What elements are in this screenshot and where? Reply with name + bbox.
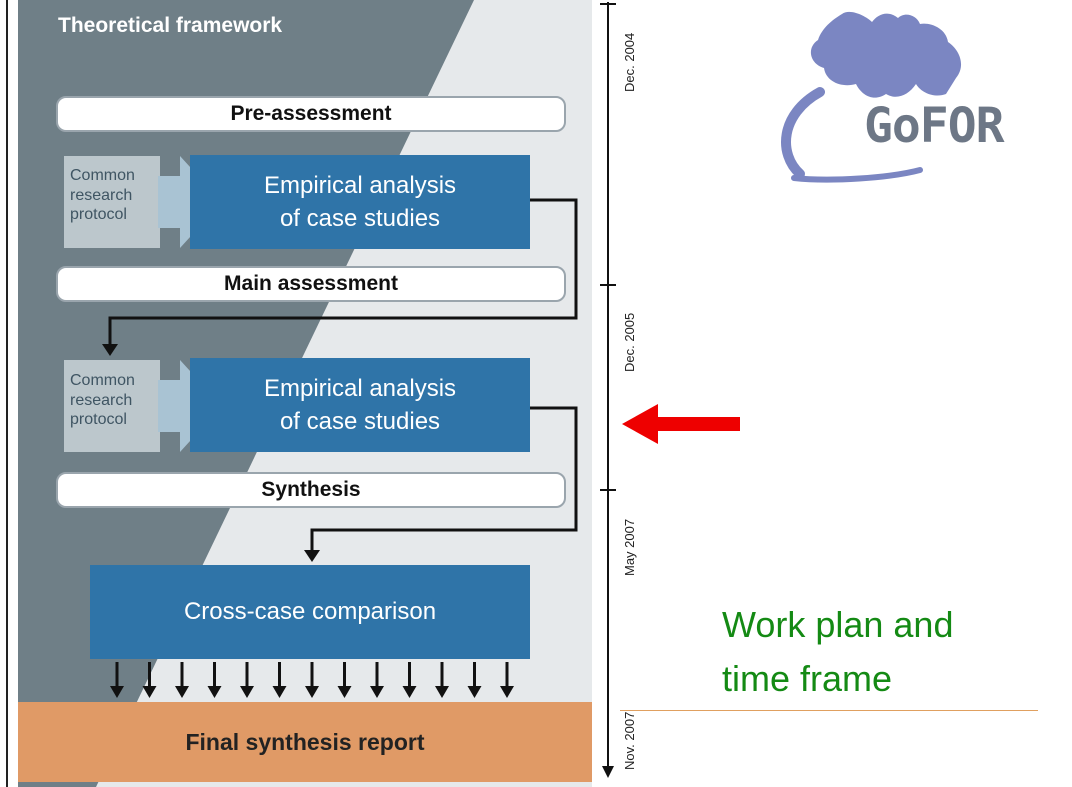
down-arrow-head	[500, 686, 514, 698]
title-underline	[620, 710, 1038, 711]
protocol-label-2: Common research protocol	[70, 372, 135, 429]
timeline-date-1: Dec. 2004	[622, 32, 637, 92]
empirical-analysis-box-1: Empirical analysis of case studies	[190, 155, 530, 249]
down-arrow-head	[272, 686, 287, 698]
cross-case-comparison-box: Cross-case comparison	[90, 565, 530, 659]
empirical-analysis-box-2: Empirical analysis of case studies	[190, 358, 530, 452]
down-arrow-head	[240, 686, 254, 698]
down-arrow-head	[370, 686, 384, 698]
down-arrow-head	[142, 686, 157, 698]
protocol-label-1: Common research protocol	[70, 167, 135, 224]
logo-wordmark: GoFOR	[864, 98, 1004, 154]
pre-assessment-box: Pre-assessment	[56, 96, 566, 132]
timeline-axis	[600, 2, 616, 778]
synthesis-box: Synthesis	[56, 472, 566, 508]
slide-title-line2: time frame	[722, 658, 893, 699]
down-arrows-row	[110, 662, 514, 698]
work-plan-diagram: Theoretical framework Pre-assessment Com…	[18, 0, 637, 787]
empirical-1-line2: of case studies	[279, 205, 441, 232]
connector-1	[108, 198, 578, 350]
final-synthesis-report: Final synthesis report	[18, 702, 592, 782]
down-arrow-head	[467, 686, 482, 698]
current-position-arrow	[622, 404, 740, 444]
framework-label: Theoretical framework	[58, 14, 283, 37]
timeline-date-2: Dec. 2005	[622, 312, 637, 372]
down-arrow-head	[207, 686, 222, 698]
slide-title: Work plan and time frame	[722, 598, 953, 706]
down-arrow-head	[175, 686, 189, 698]
connector-2	[310, 406, 578, 555]
slide-title-line1: Work plan and	[722, 604, 954, 645]
connector-2-arrowhead	[304, 550, 320, 562]
protocol-arrow-1	[64, 156, 222, 248]
down-arrow-head	[435, 686, 449, 698]
down-arrow-head	[402, 686, 417, 698]
connector-1-arrowhead	[102, 344, 118, 356]
flow-connectors	[102, 198, 578, 698]
down-arrow-head	[110, 686, 124, 698]
empirical-2-line2: of case studies	[279, 408, 441, 435]
down-arrow-head	[305, 686, 319, 698]
empirical-1-line1: Empirical analysis	[263, 171, 457, 199]
timeline-date-4: Nov. 2007	[622, 711, 637, 770]
down-arrow-head	[337, 686, 352, 698]
main-assessment-box: Main assessment	[56, 266, 566, 302]
gofor-logo: GoFOR	[770, 4, 1070, 194]
timeline-date-3: May 2007	[622, 518, 637, 576]
empirical-2-line1: Empirical analysis	[263, 374, 457, 402]
europe-map-icon	[781, 11, 962, 183]
slide-left-border	[0, 0, 8, 787]
